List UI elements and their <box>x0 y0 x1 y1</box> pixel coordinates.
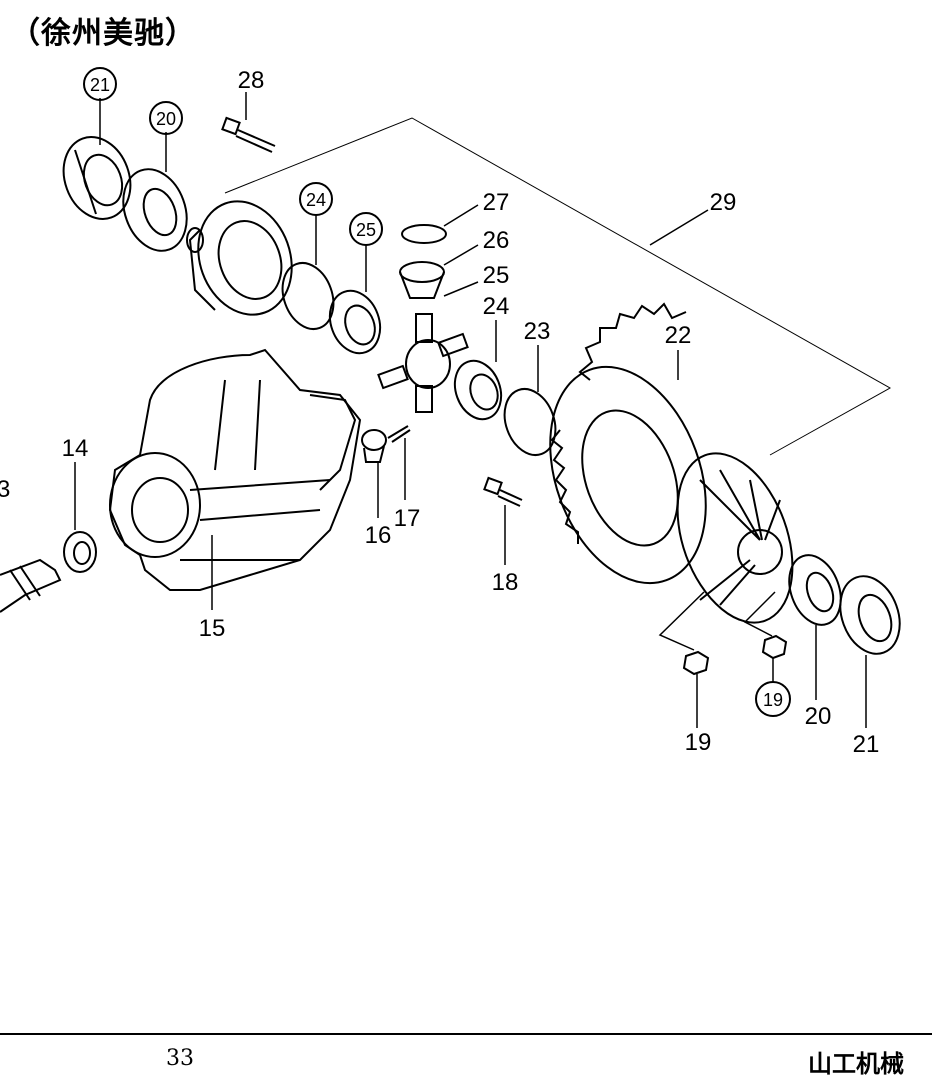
leader-29 <box>649 209 709 246</box>
differential-spider <box>377 313 469 413</box>
bearing-cone-20-right <box>788 554 842 626</box>
nut-19-circled <box>743 591 788 660</box>
callout-23: 23 <box>524 318 551 345</box>
callout-19-circled: 19 <box>763 690 783 710</box>
callout-16: 16 <box>365 522 392 549</box>
thrust-washer-23 <box>503 388 557 456</box>
bearing-cone-20-left <box>122 168 188 252</box>
callout-21-left: 21 <box>90 75 110 95</box>
callout-circle-24-left <box>299 182 333 216</box>
callout-20-right: 20 <box>805 703 832 730</box>
callout-20-left: 20 <box>156 109 176 129</box>
bolt-28 <box>221 116 276 153</box>
case-flange-half <box>676 452 794 624</box>
leader-27 <box>443 204 479 227</box>
callout-18: 18 <box>492 569 519 596</box>
callout-24-right: 24 <box>483 293 510 320</box>
pinion-seal-14 <box>63 531 97 573</box>
callout-27: 27 <box>483 189 510 216</box>
differential-case-half <box>186 200 293 316</box>
callout-15: 15 <box>199 615 226 642</box>
callout-circle-20-left <box>149 101 183 135</box>
lock-plate-16 <box>361 429 387 463</box>
callout-19-bottom: 19 <box>685 729 712 756</box>
page-header-title: （徐州美驰） <box>10 16 196 51</box>
side-gear-24-right <box>453 359 503 421</box>
callout-circle-25-left <box>349 212 383 246</box>
side-gear-25-left <box>328 289 382 355</box>
assembly-bracket-29 <box>224 117 892 456</box>
callout-28: 28 <box>238 67 265 94</box>
callout-25-left: 25 <box>356 220 376 240</box>
bolt-18 <box>483 476 523 507</box>
callout-circle-21-left <box>83 67 117 101</box>
leader-26 <box>443 244 479 266</box>
leader-25-right <box>443 281 479 297</box>
carrier-housing-15 <box>108 348 362 591</box>
callout-14: 14 <box>62 435 89 462</box>
footer-divider <box>0 1033 932 1035</box>
callout-22: 22 <box>665 322 692 349</box>
callout-26: 26 <box>483 227 510 254</box>
drive-pinion-shaft <box>0 558 62 613</box>
callout-21-right: 21 <box>853 731 880 758</box>
bearing-cup-21-right <box>839 575 901 655</box>
nut-19-bottom <box>658 591 710 676</box>
callout-circle-19 <box>755 681 791 717</box>
callout-3-edge: 3 <box>0 476 10 503</box>
callout-25-right: 25 <box>483 262 510 289</box>
bearing-cup-21-left <box>62 136 132 220</box>
footer-brand: 山工机械 <box>808 1050 904 1078</box>
thrust-washer-24-left <box>281 262 335 330</box>
callout-17: 17 <box>394 505 421 532</box>
differential-exploded-diagram: 21 20 28 24 25 27 26 25 24 23 22 29 14 1… <box>0 67 901 758</box>
ring-gear-22 <box>549 302 707 585</box>
callout-24-left: 24 <box>306 190 326 210</box>
screw-17 <box>387 425 411 443</box>
callout-29: 29 <box>710 189 737 216</box>
pinion-washer-27 <box>401 224 447 244</box>
pinion-gear-26 <box>399 261 445 299</box>
page-number: 33 <box>166 1046 194 1071</box>
